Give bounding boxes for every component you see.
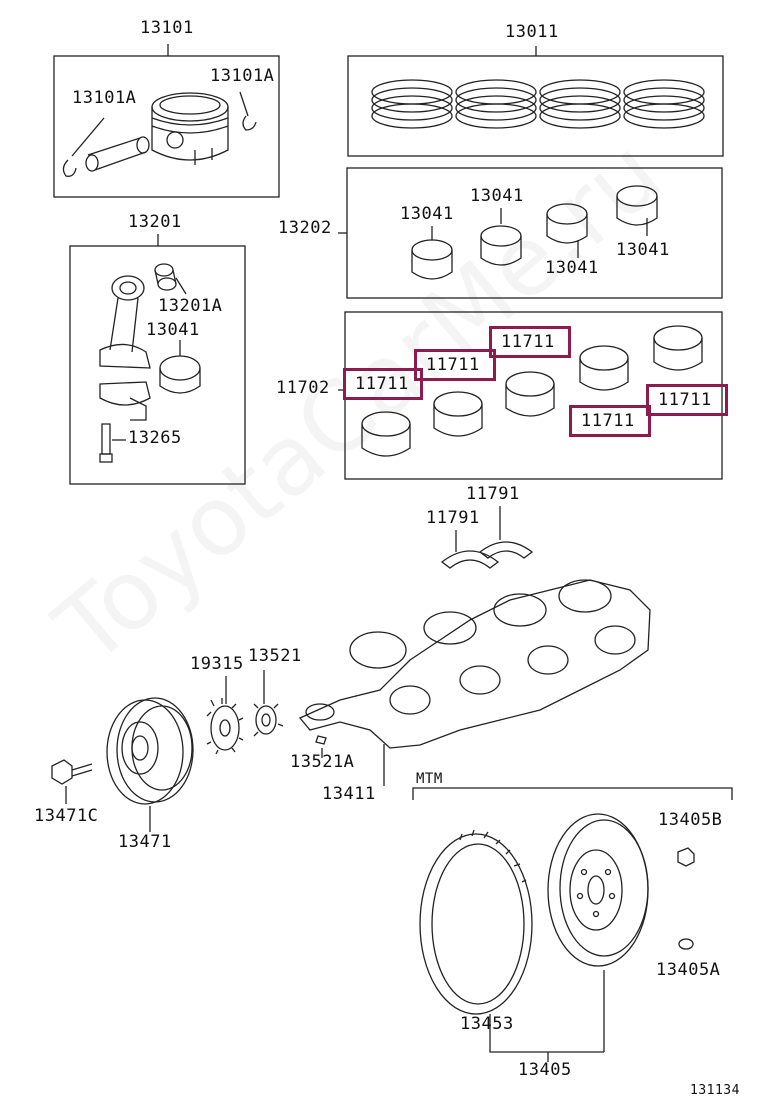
woodruff-key-icon <box>315 735 327 745</box>
part-label-13453[interactable]: 13453 <box>460 1014 514 1034</box>
piston-icon <box>151 92 229 165</box>
crank-gear-13521-icon <box>253 703 284 737</box>
thrust-washer-right-icon <box>478 541 534 559</box>
flywheel-icon <box>547 813 649 967</box>
part-label-11702[interactable]: 11702 <box>276 378 330 398</box>
highlight-box-11711-b <box>414 349 496 381</box>
snap-ring-right-icon <box>242 115 257 131</box>
part-label-13011[interactable]: 13011 <box>505 22 559 42</box>
part-label-11711-b[interactable]: 11711 <box>426 355 480 375</box>
part-label-13411[interactable]: 13411 <box>322 784 376 804</box>
crank-pulley-icon <box>106 697 194 805</box>
part-label-13101a-right[interactable]: 13101A <box>210 66 275 86</box>
rod-bushing-icon <box>154 263 177 291</box>
highlight-box-11711-c <box>489 326 571 358</box>
main-bearing-set-icon <box>361 325 703 457</box>
part-label-13521a[interactable]: 13521A <box>290 752 355 772</box>
thrust-washer-left-icon <box>440 550 500 569</box>
crankshaft-icon <box>298 579 651 749</box>
rod-bearing-box <box>346 167 723 299</box>
connecting-rod-icon <box>99 275 151 421</box>
mtm-bracket <box>412 787 733 800</box>
rod-bearing-icon <box>159 355 201 394</box>
rod-bolt-icon <box>99 423 113 463</box>
part-label-13471[interactable]: 13471 <box>118 832 172 852</box>
highlight-box-11711-a <box>343 368 423 400</box>
flywheel-pin-icon <box>678 938 694 950</box>
highlight-box-11711-d <box>569 405 651 437</box>
flywheel-bolt-icon <box>677 847 695 867</box>
diagram-id: 131134 <box>690 1083 740 1098</box>
part-label-11711-d[interactable]: 11711 <box>581 411 635 431</box>
part-label-13202[interactable]: 13202 <box>278 218 332 238</box>
part-label-19315[interactable]: 19315 <box>190 654 244 674</box>
part-label-13201a[interactable]: 13201A <box>158 296 223 316</box>
part-label-13405[interactable]: 13405 <box>518 1060 572 1080</box>
piston-pin-icon <box>85 136 150 172</box>
part-label-13201[interactable]: 13201 <box>128 212 182 232</box>
part-label-11791-a[interactable]: 11791 <box>466 484 520 504</box>
part-label-13041-d[interactable]: 13041 <box>616 240 670 260</box>
part-label-13041-a[interactable]: 13041 <box>400 204 454 224</box>
part-label-11711-a[interactable]: 11711 <box>355 374 409 394</box>
timing-sprocket-19315-icon <box>206 698 244 755</box>
part-label-13101[interactable]: 13101 <box>140 18 194 38</box>
part-label-11711-c[interactable]: 11711 <box>501 332 555 352</box>
part-label-13265[interactable]: 13265 <box>128 428 182 448</box>
part-label-13521[interactable]: 13521 <box>248 646 302 666</box>
part-label-13041-rod[interactable]: 13041 <box>146 320 200 340</box>
part-label-11791-b[interactable]: 11791 <box>426 508 480 528</box>
part-label-13405b[interactable]: 13405B <box>658 810 723 830</box>
piston-ring-set-icon <box>371 79 705 129</box>
snap-ring-left-icon <box>62 159 77 177</box>
part-label-13041-b[interactable]: 13041 <box>470 186 524 206</box>
part-label-11711-e[interactable]: 11711 <box>658 390 712 410</box>
highlight-box-11711-e <box>646 384 728 416</box>
pulley-bolt-icon <box>51 759 93 785</box>
part-label-13471c[interactable]: 13471C <box>34 806 99 826</box>
part-label-13405a[interactable]: 13405A <box>656 960 721 980</box>
mtm-label: MTM <box>416 771 443 787</box>
rod-bearing-set-icon <box>411 185 658 280</box>
ring-gear-icon <box>419 829 533 1015</box>
part-label-13101a-left[interactable]: 13101A <box>72 88 137 108</box>
piston-group-box <box>53 55 280 198</box>
part-label-13041-c[interactable]: 13041 <box>545 258 599 278</box>
